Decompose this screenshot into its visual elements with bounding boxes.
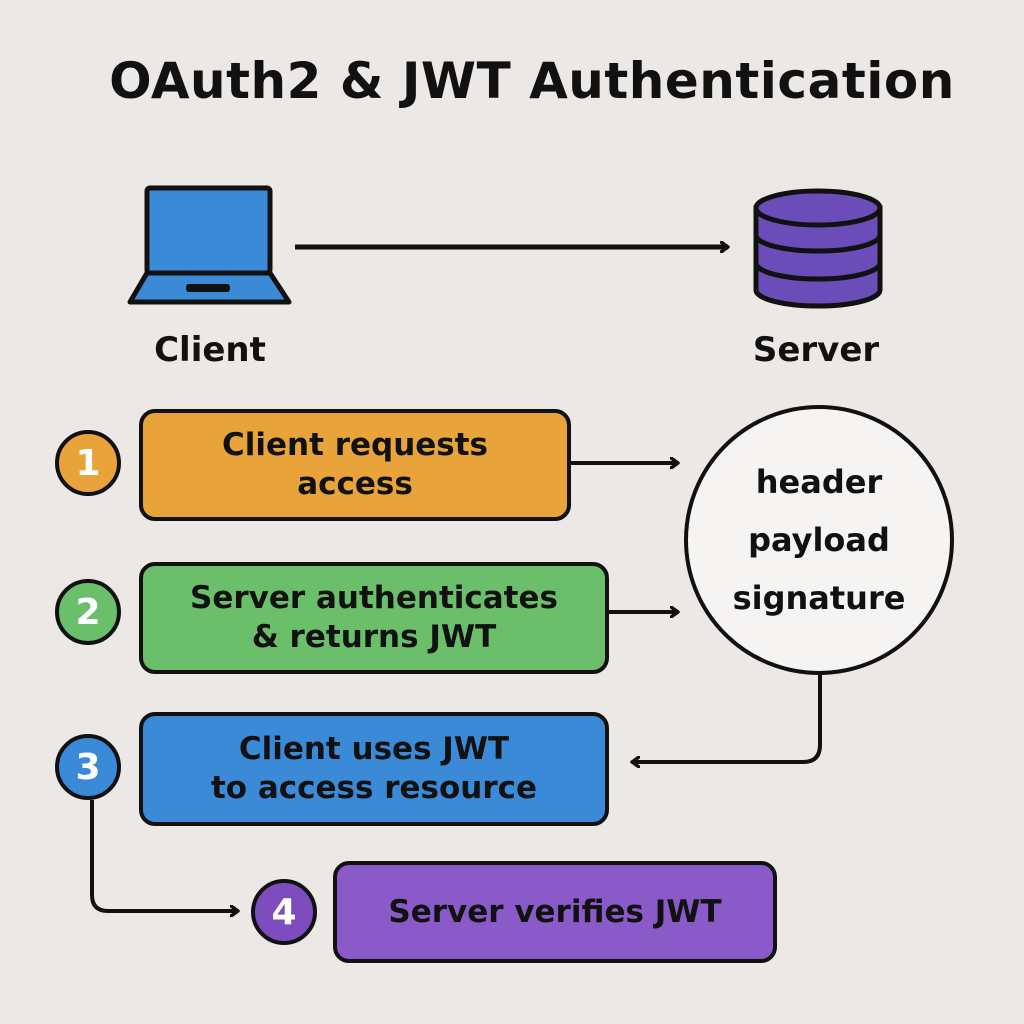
client-label: Client: [154, 330, 266, 370]
step-1-badge: 1: [55, 430, 121, 496]
database-icon: [753, 188, 883, 309]
jwt-payload: payload: [748, 521, 890, 559]
step-2-badge: 2: [55, 579, 121, 645]
arrow-jwt-to-step3: [632, 675, 822, 762]
step-3-badge: 3: [55, 734, 121, 800]
page-title: OAuth2 & JWT Authentication: [109, 52, 955, 110]
step-2-box: Server authenticates & returns JWT: [139, 562, 609, 674]
arrow-step3-to-step4: [90, 800, 238, 911]
step-4-box: Server verifies JWT: [333, 861, 777, 963]
jwt-structure-circle: header payload signature: [684, 405, 954, 675]
laptop-icon: [127, 185, 292, 305]
step-3-box: Client uses JWT to access resource: [139, 712, 609, 826]
jwt-header: header: [755, 463, 883, 501]
jwt-signature: signature: [732, 579, 906, 617]
step-1-box: Client requests access: [139, 409, 571, 521]
server-label: Server: [752, 330, 880, 370]
step-4-badge: 4: [251, 879, 317, 945]
